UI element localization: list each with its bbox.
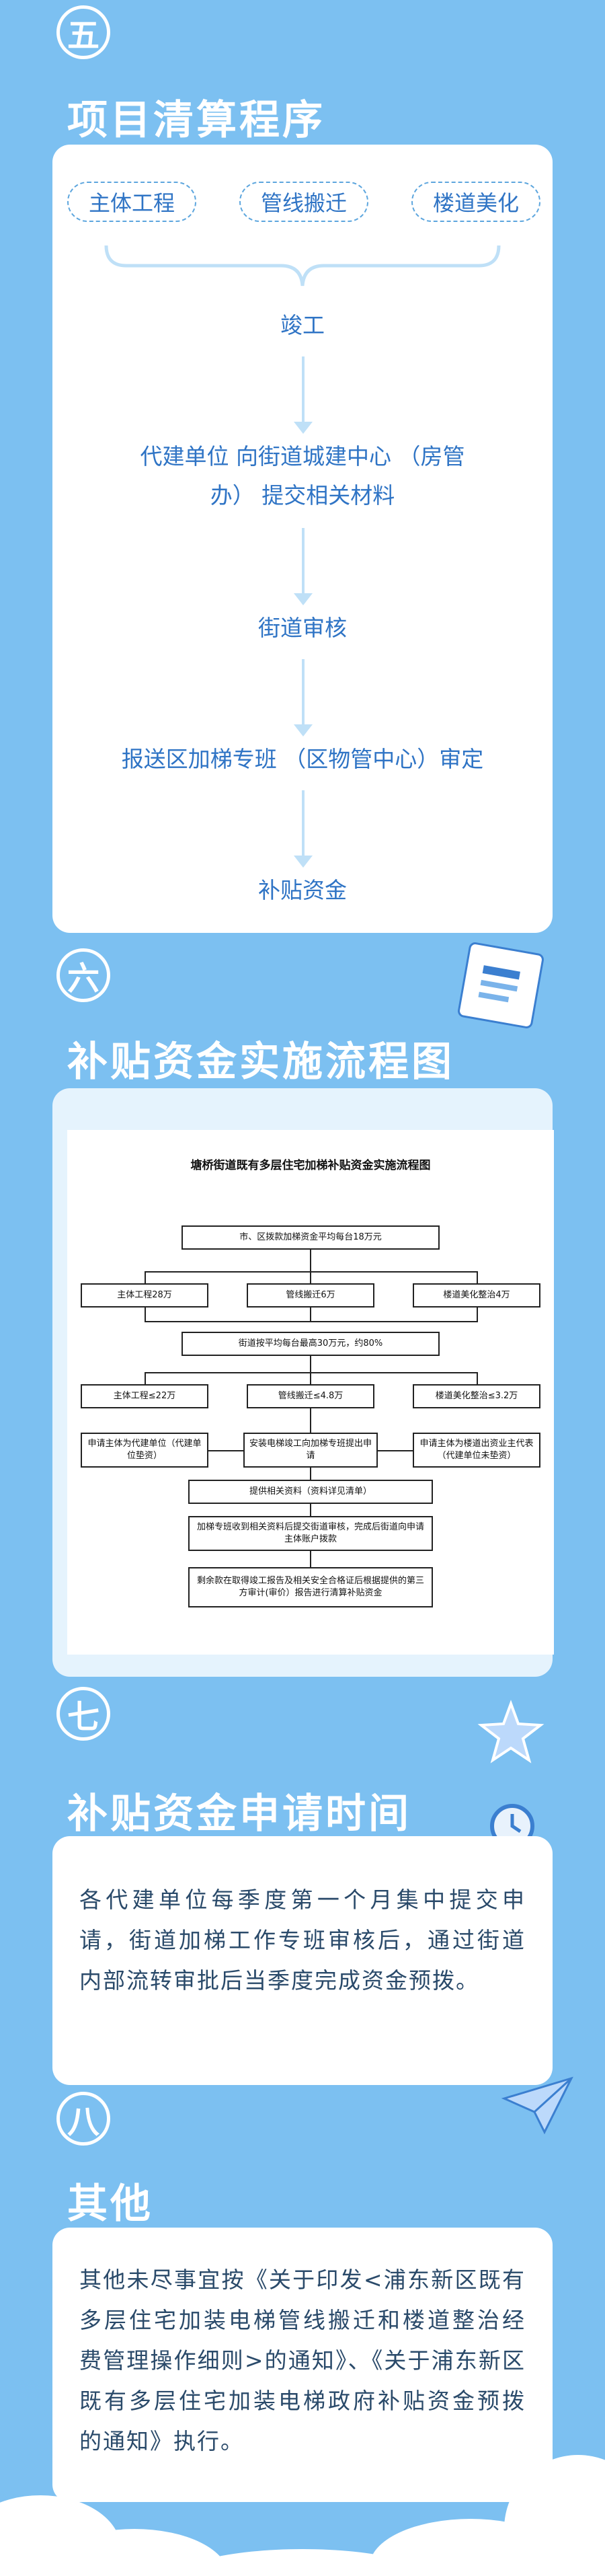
section-title: 补贴资金实施流程图 [67, 1038, 454, 1086]
pill-pipeline: 管线搬迁 [239, 182, 368, 222]
step-submit-line2: 办） 提交相关材料 [210, 482, 395, 508]
other-text: 其他未尽事宜按《关于印发<浦东新区既有多层住宅加装电梯管线搬迁和楼道整治经费管理… [79, 2267, 526, 2454]
fc-row1-a: 主体工程28万 [81, 1283, 208, 1308]
fc-step3: 剩余款在取得竣工报告及相关安全合格证后根据提供的第三方审计(审价）报告进行清算补… [188, 1567, 433, 1607]
step-subsidy: 补贴资金 [258, 877, 347, 903]
fc-top: 市、区拨款加梯资金平均每台18万元 [182, 1225, 440, 1250]
fc-step1: 提供相关资料（资料详见清单） [188, 1480, 433, 1504]
step-submit-line1: 代建单位 向街道城建中心 （房管 [140, 443, 465, 469]
settlement-card: 主体工程 管线搬迁 楼道美化 竣工 代建单位 向街道城建中心 （房管 办） 提交… [52, 145, 553, 933]
fc-mid: 街道按平均每台最高30万元，约80% [182, 1332, 440, 1356]
section-title: 项目清算程序 [67, 97, 325, 144]
fc-row1-c: 楼道美化整治4万 [413, 1283, 540, 1308]
apply-time-text: 各代建单位每季度第一个月集中提交申请，街道加梯工作专班审核后，通过街道内部流转审… [79, 1887, 526, 1994]
section-badge: 七 [56, 1687, 110, 1741]
star-icon [477, 1700, 544, 1764]
fc-row3-b: 安装电梯竣工向加梯专班提出申请 [243, 1433, 378, 1468]
fc-row2-b: 管线搬迁≤4.8万 [247, 1384, 374, 1408]
apply-time-card: 各代建单位每季度第一个月集中提交申请，街道加梯工作专班审核后，通过街道内部流转审… [52, 1836, 553, 2085]
flowchart: 塘桥街道既有多层住宅加梯补贴资金实施流程图 市、区拨款加梯资金平均每台18万元 … [67, 1130, 554, 1655]
section-badge: 六 [56, 948, 110, 1002]
fc-row2-c: 楼道美化整治≤3.2万 [413, 1384, 540, 1408]
fc-row1-b: 管线搬迁6万 [247, 1283, 374, 1308]
pill-corridor: 楼道美化 [411, 182, 540, 222]
fc-step2: 加梯专班收到相关资料后提交街道审核，完成后街道向申请主体账户拨款 [188, 1516, 433, 1551]
step-completion: 竣工 [280, 312, 325, 338]
fc-row3-c: 申请主体为楼道出资业主代表（代建单位未垫资） [413, 1433, 540, 1468]
section-title: 其他 [67, 2181, 153, 2228]
cloud-decoration [0, 2455, 605, 2576]
fc-row2-a: 主体工程≤22万 [81, 1384, 208, 1408]
brace-connector [104, 245, 501, 287]
section-badge: 八 [56, 2092, 110, 2146]
section-title: 补贴资金申请时间 [67, 1790, 411, 1838]
paper-plane-icon [501, 2076, 573, 2135]
document-illustration-icon [458, 942, 544, 1028]
fc-row3-a: 申请主体为代建单位（代建单位垫资） [81, 1433, 208, 1468]
pill-main-works: 主体工程 [67, 182, 196, 222]
step-review: 街道审核 [258, 615, 347, 641]
section-badge: 五 [56, 5, 110, 59]
flowchart-title: 塘桥街道既有多层住宅加梯补贴资金实施流程图 [190, 1159, 431, 1172]
other-card: 其他未尽事宜按《关于印发<浦东新区既有多层住宅加装电梯管线搬迁和楼道整治经费管理… [52, 2228, 553, 2502]
step-approve: 报送区加梯专班 （区物管中心）审定 [121, 746, 484, 772]
